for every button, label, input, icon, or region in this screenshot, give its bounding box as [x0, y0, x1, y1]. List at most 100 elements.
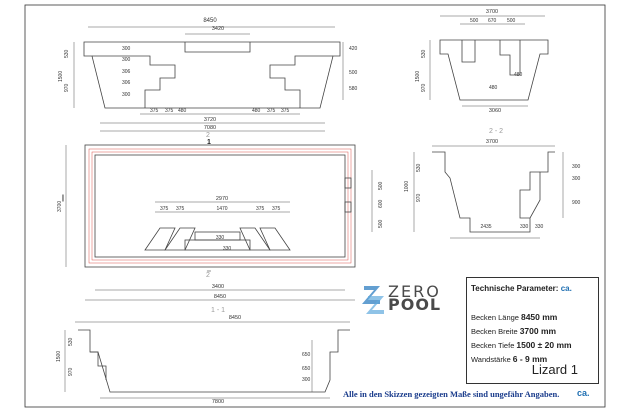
dim-label: 3060	[489, 108, 501, 114]
param-value: 6 - 9 mm	[512, 354, 548, 364]
dim-label: 480	[514, 72, 523, 78]
section-2-2-view: 2 - 2 3700 300 300 900 1000 530 970 2435…	[404, 128, 581, 239]
dim-label: 970	[421, 83, 427, 92]
dim-label: 375	[165, 108, 174, 114]
dim-label: 500	[378, 219, 384, 228]
dim-label: 1470	[216, 206, 227, 212]
dim-label: 300	[122, 46, 131, 52]
dim-label: 2435	[480, 224, 491, 230]
dim-label: 970	[416, 193, 422, 202]
dim-label: 480	[178, 108, 187, 114]
dim-label: 500	[507, 18, 516, 24]
dim-label: 530	[421, 49, 427, 58]
dim-label: 1500	[56, 351, 62, 362]
dim-label: 330	[223, 246, 232, 252]
dim-label: 3700	[57, 201, 63, 212]
section-marker: 1	[207, 139, 211, 146]
dim-label: 330	[216, 235, 225, 241]
dim-label: 3400	[212, 284, 224, 290]
dim-label: 1500	[415, 71, 421, 82]
param-label: Wandstärke	[471, 355, 511, 364]
dim-label: 8450	[214, 294, 226, 300]
dim-label: 306	[122, 80, 131, 86]
dim-label: 500	[470, 18, 479, 24]
top-view: 2 1 2970 375 375 1470 375 375 330 330 37…	[57, 132, 384, 301]
dim-label: 3700	[486, 139, 498, 145]
dim-label: 300	[122, 92, 131, 98]
dim-label: 670	[488, 18, 497, 24]
dim-label: 530	[416, 163, 422, 172]
dim-label: 330	[520, 224, 529, 230]
dim-label: 970	[64, 83, 70, 92]
tech-title-ca: ca.	[560, 284, 572, 293]
param-label: Becken Tiefe	[471, 341, 515, 350]
param-value: 8450 mm	[520, 312, 558, 322]
dim-label: 375	[281, 108, 290, 114]
dim-label: 580	[349, 86, 358, 92]
dim-label: 1000	[404, 181, 410, 192]
dim-label: 300	[122, 57, 131, 63]
logo-line-1: ZERO	[388, 282, 441, 301]
model-name: Lizard 1	[531, 362, 578, 377]
dim-label: 600	[378, 199, 384, 208]
section-marker: 2	[206, 132, 210, 139]
dim-label: 300	[302, 377, 311, 383]
section-marker: 2	[206, 272, 210, 279]
dim-label: 330	[535, 224, 544, 230]
dim-label: 900	[572, 200, 581, 206]
page-frame	[24, 4, 606, 408]
dim-label: 7800	[212, 399, 224, 405]
param-label: Becken Länge	[471, 313, 519, 322]
dim-label: 375	[150, 108, 159, 114]
dim-label: 530	[64, 49, 70, 58]
dim-label: 3700	[486, 9, 498, 15]
dim-label: 3720	[204, 117, 216, 123]
tech-title: Technische Parameter: ca.	[471, 284, 572, 293]
section-label: 1 - 1	[211, 307, 225, 314]
dim-label: 375	[256, 206, 265, 212]
dim-label: 375	[160, 206, 169, 212]
section-marker: ‗	[206, 265, 211, 272]
disclaimer-note: Alle in den Skizzen gezeigten Maße sind …	[343, 389, 560, 399]
logo-line-2: POOL	[388, 295, 442, 314]
end-section-view: 3700 500 670 500 530 1500 970 480 480 30…	[415, 9, 549, 114]
dim-label: 650	[302, 366, 311, 372]
section-label: 2 - 2	[489, 128, 503, 135]
dim-label: 970	[68, 367, 74, 376]
dim-label: 8450	[203, 18, 217, 24]
disclaimer-ca: ca.	[577, 388, 590, 398]
dim-label: 650	[302, 352, 311, 358]
param-value: 1500 ± 20 mm	[516, 340, 572, 350]
side-section-view: 8450 3420 300 300 306 306 300 420 500 58…	[58, 18, 358, 132]
dim-label: 500	[349, 70, 358, 76]
section-tick: |	[62, 195, 64, 202]
dim-label: 375	[267, 108, 276, 114]
tech-title-text: Technische Parameter:	[471, 284, 559, 293]
dim-label: 7080	[204, 125, 216, 131]
dim-label: 530	[68, 337, 74, 346]
dim-label: 480	[489, 85, 498, 91]
dim-label: 480	[252, 108, 261, 114]
logo-wordmark: ZERO POOL	[388, 282, 442, 314]
section-1-1-view: 1 - 1 8450 1500 530 970 650 650 300 7800	[56, 307, 350, 405]
dim-label: 300	[572, 176, 581, 182]
dim-label: 3420	[212, 26, 224, 32]
dim-label: 1500	[58, 71, 64, 82]
param-label: Becken Breite	[471, 327, 518, 336]
dim-label: 500	[378, 181, 384, 190]
dim-label: 420	[349, 46, 358, 52]
dim-label: 8450	[229, 315, 241, 321]
dim-label: 300	[572, 164, 581, 170]
dim-label: 375	[176, 206, 185, 212]
dim-label: 375	[272, 206, 281, 212]
dim-label: 2970	[216, 196, 228, 202]
dim-label: 306	[122, 69, 131, 75]
param-value: 3700 mm	[519, 326, 557, 336]
zero-pool-logo	[362, 286, 384, 314]
